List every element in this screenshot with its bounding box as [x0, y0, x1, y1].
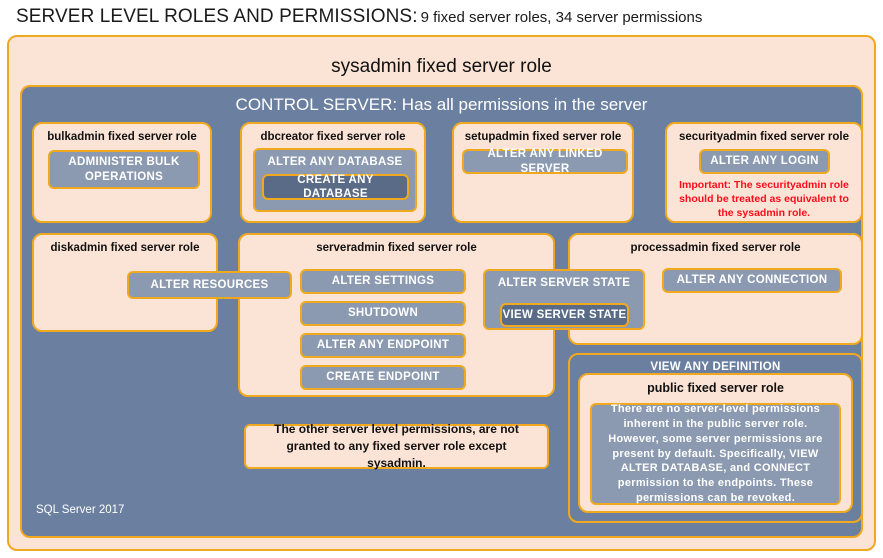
- public-role-description: There are no server-level permissions in…: [590, 403, 841, 505]
- control-server-banner: CONTROL SERVER: Has all permissions in t…: [235, 95, 648, 114]
- dbcreator-role-box: dbcreator fixed server role ALTER ANY DA…: [240, 122, 426, 223]
- other-permissions-note: The other server level permissions, are …: [244, 422, 549, 470]
- permission-alter-settings[interactable]: ALTER SETTINGS: [300, 269, 466, 294]
- dbcreator-role-title: dbcreator fixed server role: [260, 131, 406, 143]
- permission-view-server-state[interactable]: VIEW SERVER STATE: [500, 303, 629, 327]
- page-title-subtitle: 9 fixed server roles, 34 server permissi…: [420, 9, 703, 26]
- permission-administer-bulk-operations[interactable]: ADMINISTER BULK OPERATIONS: [48, 150, 200, 189]
- setupadmin-role-title: setupadmin fixed server role: [464, 131, 622, 143]
- securityadmin-warning-note: Important: The securityadmin role should…: [679, 179, 849, 220]
- permission-create-endpoint[interactable]: CREATE ENDPOINT: [300, 365, 466, 390]
- diskadmin-role-box: diskadmin fixed server role: [32, 233, 218, 332]
- permission-view-any-definition[interactable]: VIEW ANY DEFINITION: [650, 361, 781, 373]
- footer-label: SQL Server 2017: [36, 504, 125, 516]
- securityadmin-role-title: securityadmin fixed server role: [678, 131, 850, 143]
- page-title: SERVER LEVEL ROLES AND PERMISSIONS:9 fix…: [16, 6, 876, 32]
- permission-alter-any-linked-server[interactable]: ALTER ANY LINKED SERVER: [462, 148, 628, 175]
- securityadmin-role-box: securityadmin fixed server role ALTER AN…: [665, 122, 863, 223]
- permission-alter-any-endpoint[interactable]: ALTER ANY ENDPOINT: [300, 333, 466, 358]
- diskadmin-role-title: diskadmin fixed server role: [50, 242, 200, 254]
- page-title-main: SERVER LEVEL ROLES AND PERMISSIONS:: [16, 6, 418, 27]
- sysadmin-role-title: sysadmin fixed server role: [331, 56, 552, 77]
- public-role-box: public fixed server role There are no se…: [578, 373, 853, 513]
- public-role-title: public fixed server role: [647, 381, 784, 395]
- permission-alter-resources[interactable]: ALTER RESOURCES: [127, 271, 292, 299]
- setupadmin-role-box: setupadmin fixed server role ALTER ANY L…: [452, 122, 634, 223]
- serveradmin-role-title: serveradmin fixed server role: [316, 242, 477, 254]
- permission-shutdown[interactable]: SHUTDOWN: [300, 301, 466, 326]
- processadmin-role-title: processadmin fixed server role: [630, 242, 801, 254]
- permission-alter-any-login[interactable]: ALTER ANY LOGIN: [699, 149, 830, 174]
- permission-alter-any-connection[interactable]: ALTER ANY CONNECTION: [662, 268, 842, 293]
- bulkadmin-role-box: bulkadmin fixed server role ADMINISTER B…: [32, 122, 212, 223]
- bulkadmin-role-title: bulkadmin fixed server role: [47, 131, 197, 143]
- permission-create-any-database[interactable]: CREATE ANY DATABASE: [262, 174, 409, 200]
- serveradmin-role-box: serveradmin fixed server role ALTER SETT…: [238, 233, 555, 397]
